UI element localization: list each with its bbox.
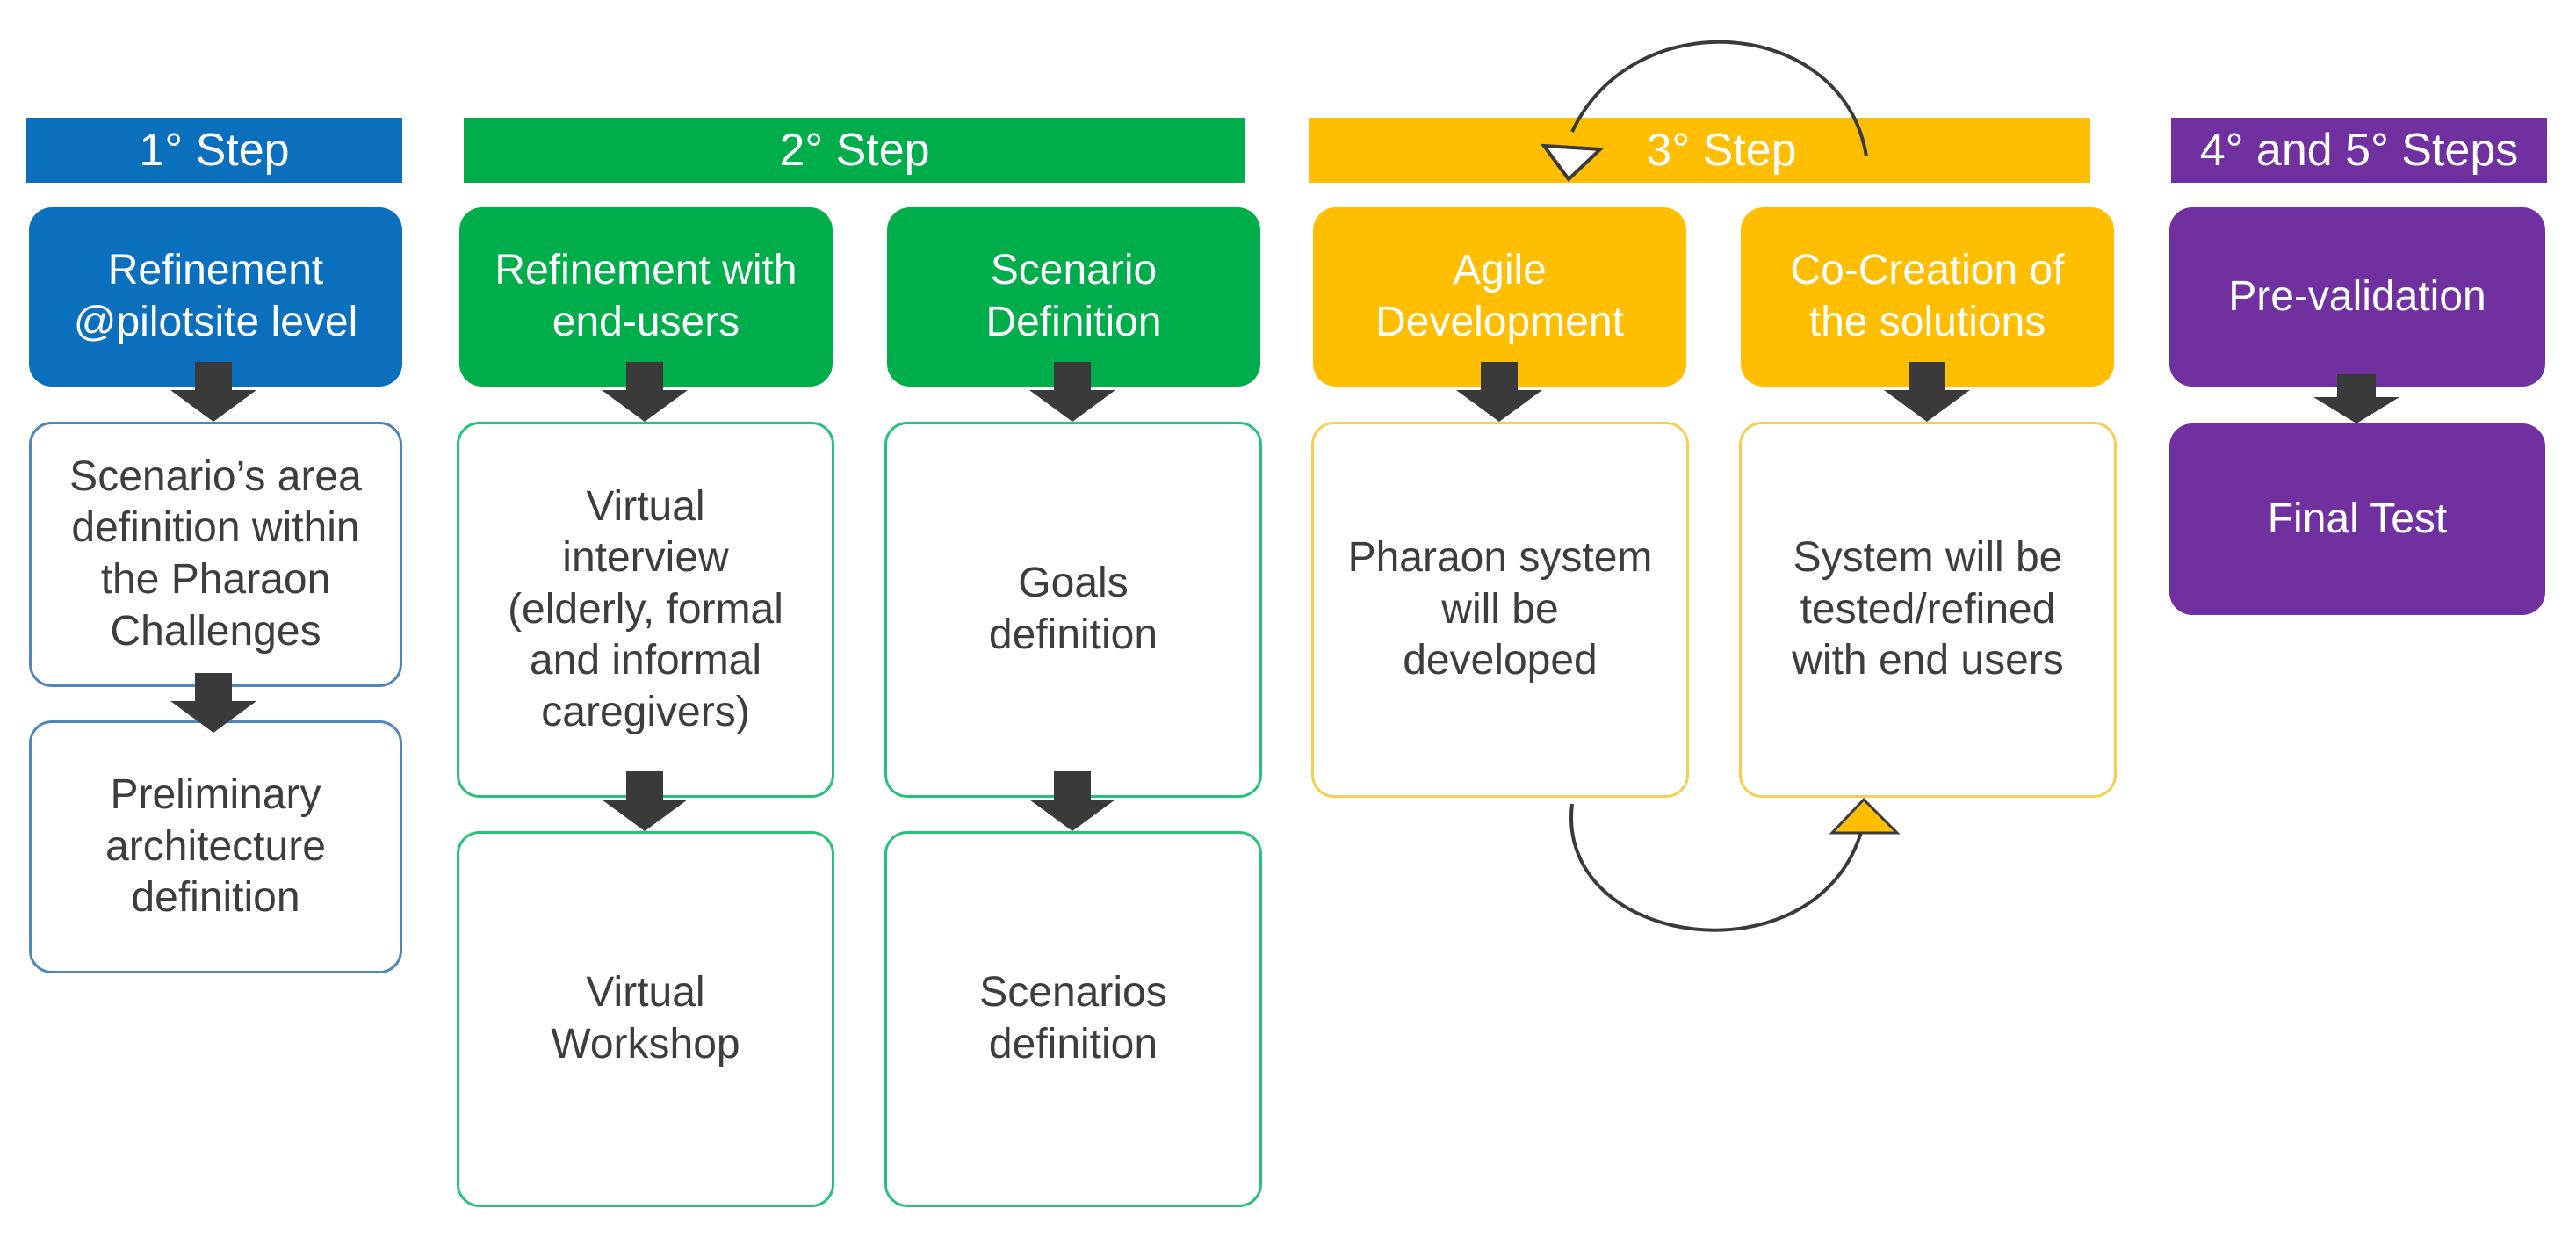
step-2-banner: 2° Step [464,118,1245,183]
step-2-col-1-box-2-text: Virtual Workshop [551,969,740,1067]
step-3-col-2-header-box: Co-Creation of the solutions [1741,207,2114,387]
step-3-col-2-header-text: Co-Creation of the solutions [1790,247,2065,345]
step-45-box-1-text: Final Test [2267,495,2448,542]
step-2-col-1-header-box: Refinement with end-users [459,207,833,387]
step-2-col-2-header-box: Scenario Definition [887,207,1260,387]
step-2-col-2-box-1-text: Goals definition [988,560,1158,658]
yellow-arrowhead-icon [1829,797,1901,835]
step-1-title: 1° Step [139,125,290,176]
step-1-box-1: Scenario’s area definition within the Ph… [29,422,402,687]
step-3-col-1-box-1: Pharaon system will be developed [1311,422,1689,798]
step-2-col-2-box-2-text: Scenarios definition [979,969,1167,1067]
step-45-title: 4° and 5° Steps [2199,125,2519,176]
step-2-col-1-header-text: Refinement with end-users [494,247,797,345]
step-45-box-1: Final Test [2169,423,2545,615]
step-3-col-2-box-1-text: System will be tested/refined with end u… [1792,534,2064,684]
step-3-col-2-box-1: System will be tested/refined with end u… [1739,422,2117,798]
step-2-col-1-box-2: Virtual Workshop [457,831,834,1207]
step-45-header-text: Pre-validation [2228,272,2486,320]
step-3-title: 3° Step [1646,125,1797,176]
cycle-arrow-bottom [1569,803,1864,932]
step-1-box-1-text: Scenario’s area definition within the Ph… [69,452,362,655]
step-3-col-1-box-1-text: Pharaon system will be developed [1347,534,1653,684]
step-45-header-box: Pre-validation [2169,207,2545,387]
step-2-col-2-header-text: Scenario Definition [985,247,1162,345]
step-2-col-1-box-1: Virtual interview (elderly, formal and i… [457,422,834,798]
step-1-banner: 1° Step [26,118,402,183]
step-2-title: 2° Step [779,125,930,176]
step-45-banner: 4° and 5° Steps [2171,118,2547,183]
step-1-header-box: Refinement @pilotsite level [29,207,402,387]
step-1-box-2: Preliminary architecture definition [29,720,402,973]
step-2-col-2-box-1: Goals definition [884,422,1262,798]
step-1-box-2-text: Preliminary architecture definition [105,771,326,922]
step-2-col-2-box-2: Scenarios definition [884,831,1262,1207]
step-2-col-1-box-1-text: Virtual interview (elderly, formal and i… [508,482,783,735]
step-1-header-text: Refinement @pilotsite level [73,247,358,345]
step-3-col-1-header-box: Agile Development [1313,207,1686,387]
step-3-banner: 3° Step [1309,118,2090,183]
step-3-col-1-header-text: Agile Development [1375,247,1624,345]
